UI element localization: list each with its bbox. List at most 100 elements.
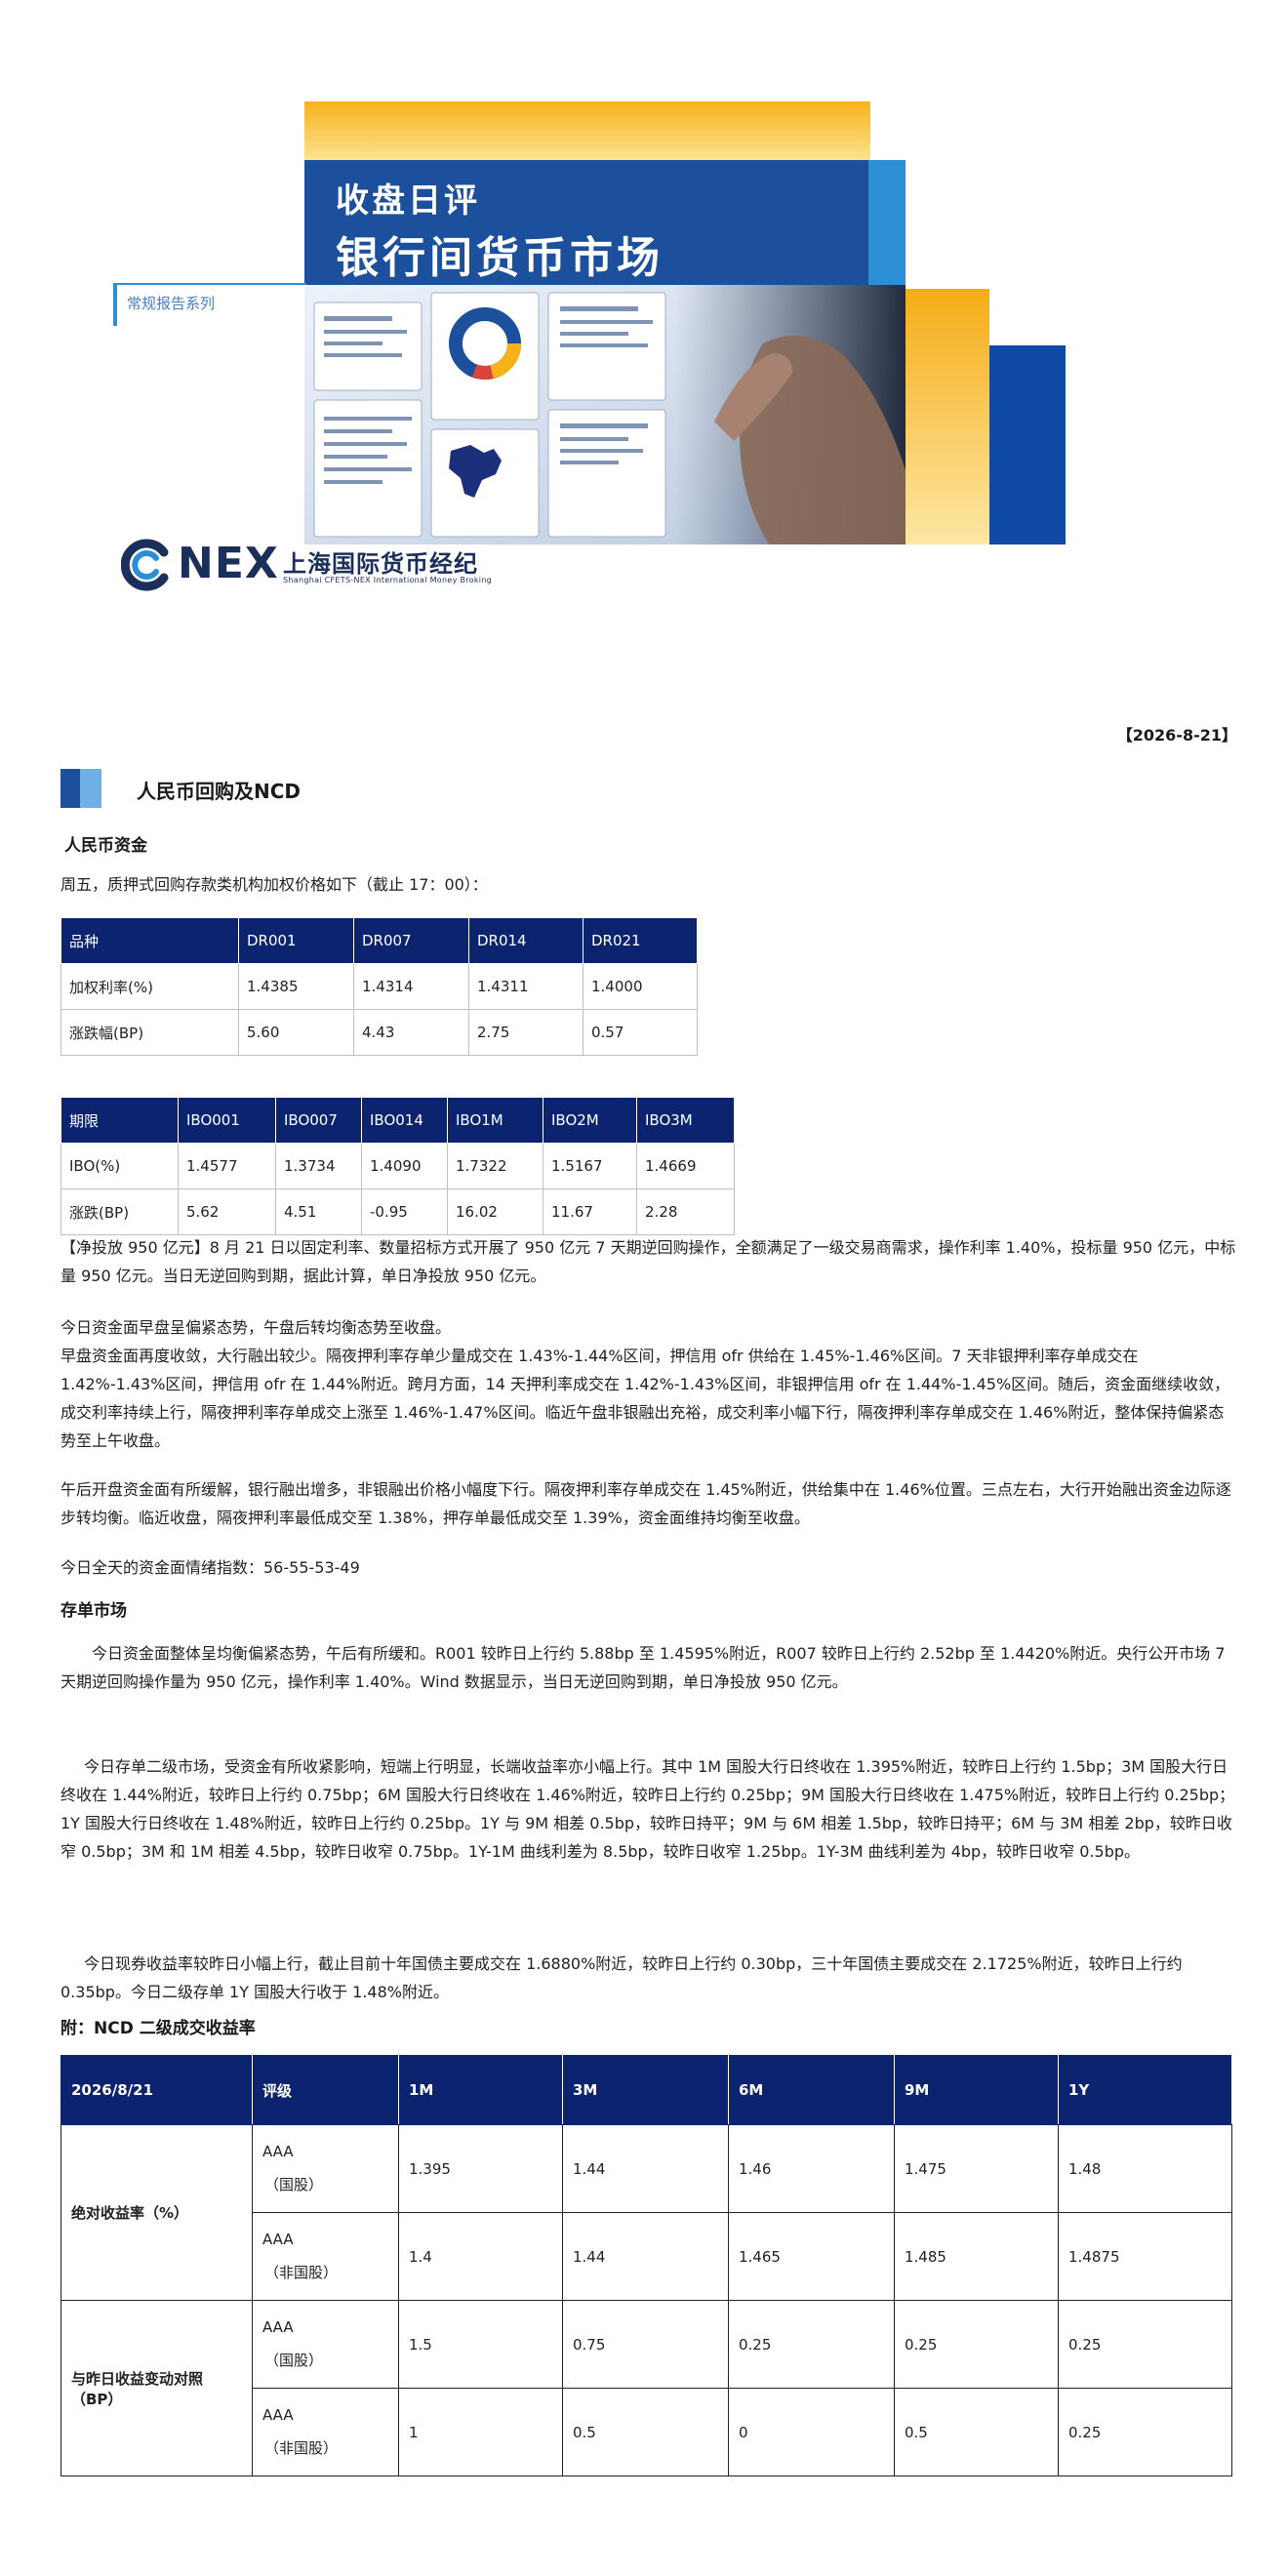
cover-decor-yellow-block [906, 289, 989, 544]
table-cell: 0.5 [562, 2388, 729, 2476]
table-cell: 5.60 [238, 1009, 354, 1056]
table-header-cell: 3M [562, 2055, 729, 2125]
table-cell: 0.25 [894, 2300, 1059, 2389]
row-group-label: 与昨日收益变动对照（BP） [60, 2300, 253, 2476]
table-cell: 1.48 [1058, 2124, 1232, 2213]
dr-rate-table: 品种 DR001 DR007 DR014 DR021 加权利率(%) 1.438… [60, 917, 698, 1056]
report-title-main: 收盘日评 [336, 181, 480, 221]
grade-type: （非国股） [264, 2439, 339, 2457]
table-cell: 1.465 [728, 2212, 895, 2301]
table-header-cell: DR001 [238, 917, 354, 964]
table-cell: 1.5167 [543, 1143, 637, 1189]
table-cell: 1.4000 [583, 963, 698, 1010]
table-cell: 0.25 [728, 2300, 895, 2389]
table-cell: 涨跌(BP) [60, 1188, 179, 1235]
company-logo: NEX 上海国际货币经纪 Shanghai CFETS-NEX Internat… [121, 539, 511, 593]
paragraph-sentiment-index: 今日全天的资金面情绪指数：56-55-53-49 [60, 1558, 360, 1577]
table-header-cell: 1M [398, 2055, 563, 2125]
ibo-rate-table: 期限 IBO001 IBO007 IBO014 IBO1M IBO2M IBO3… [60, 1097, 735, 1235]
logo-wordmark: NEX [178, 539, 279, 588]
paragraph-afternoon-session: 午后开盘资金面有所缓解，银行融出增多，非银融出价格小幅度下行。隔夜押利率存单成交… [60, 1480, 1231, 1527]
grade-cell: AAA （国股） [252, 2300, 399, 2389]
table-cell: 4.43 [353, 1009, 469, 1056]
table-cell: 1.4090 [361, 1143, 448, 1189]
table-cell: 1.4669 [636, 1143, 735, 1189]
grade-type: （国股） [264, 2352, 324, 2369]
cover-title-panel [304, 160, 868, 285]
heading-cd-market: 存单市场 [60, 1601, 127, 1621]
table-cell: 1.3734 [275, 1143, 362, 1189]
table-cell: 1.4385 [238, 963, 354, 1010]
table-cell: -0.95 [361, 1188, 448, 1235]
series-label: 常规报告系列 [127, 295, 216, 312]
table-header-cell: DR007 [353, 917, 469, 964]
ncd-yield-table: 2026/8/21 评级 1M 3M 6M 9M 1Y 绝对收益率（%） AAA… [60, 2055, 1232, 2476]
table-header-cell: 1Y [1058, 2055, 1232, 2125]
cover-decor-tick [113, 283, 117, 326]
grade-cell: AAA （非国股） [252, 2388, 399, 2476]
table-cell: 1.44 [562, 2124, 729, 2213]
table-row: AAA （非国股） 1 0.5 0 0.5 0.25 [61, 2388, 1232, 2476]
cover-decor-yellow-band [304, 101, 870, 164]
cover-decor-navy-block [989, 345, 1066, 544]
ncd-table-caption: 附：NCD 二级成交收益率 [60, 2019, 256, 2038]
table-header-cell: 期限 [60, 1097, 179, 1144]
heading-rmb-funds: 人民币资金 [64, 836, 147, 856]
table-row: AAA （非国股） 1.4 1.44 1.465 1.485 1.4875 [61, 2212, 1232, 2301]
table-header-cell: DR014 [468, 917, 584, 964]
grade-cell: AAA （非国股） [252, 2212, 399, 2301]
dr-intro-text: 周五，质押式回购存款类机构加权价格如下（截止 17：00）： [60, 875, 488, 894]
table-header-cell: DR021 [583, 917, 698, 964]
table-cell: 1.46 [728, 2124, 895, 2213]
table-header-cell: IBO3M [636, 1097, 735, 1144]
table-cell: 1.395 [398, 2124, 563, 2213]
table-header-row: 品种 DR001 DR007 DR014 DR021 [60, 917, 698, 964]
table-cell: 1.4577 [178, 1143, 276, 1189]
logo-company-name-en: Shanghai CFETS-NEX International Money B… [283, 576, 493, 584]
report-date: 【2026-8-21】 [1116, 726, 1237, 745]
table-cell: 加权利率(%) [60, 963, 239, 1010]
table-header-row: 期限 IBO001 IBO007 IBO014 IBO1M IBO2M IBO3… [60, 1097, 735, 1144]
grade-cell: AAA （国股） [252, 2124, 399, 2213]
table-cell: 1.4 [398, 2212, 563, 2301]
table-cell: IBO(%) [60, 1143, 179, 1189]
table-cell: 1.5 [398, 2300, 563, 2389]
table-row: IBO(%) 1.4577 1.3734 1.4090 1.7322 1.516… [60, 1143, 735, 1189]
table-header-cell: 品种 [60, 917, 239, 964]
section-marker-icon [60, 769, 101, 808]
table-cell: 1.485 [894, 2212, 1059, 2301]
grade-rating: AAA [262, 2318, 294, 2336]
table-cell: 4.51 [275, 1188, 362, 1235]
table-cell: 0.57 [583, 1009, 698, 1056]
table-cell: 2.28 [636, 1188, 735, 1235]
paragraph-bond-yields: 今日现券收益率较昨日小幅上行，截止目前十年国债主要成交在 1.6880%附近，较… [60, 1954, 1183, 2001]
table-cell: 0 [728, 2388, 895, 2476]
grade-rating: AAA [262, 2231, 294, 2248]
table-cell: 0.25 [1058, 2300, 1232, 2389]
table-row: 绝对收益率（%） AAA （国股） 1.395 1.44 1.46 1.475 … [60, 2124, 1232, 2301]
table-cell: 1.44 [562, 2212, 729, 2301]
table-cell: 16.02 [447, 1188, 543, 1235]
grade-type: （国股） [264, 2176, 324, 2194]
table-cell: 1.4314 [353, 963, 469, 1010]
table-cell: 涨跌幅(BP) [60, 1009, 239, 1056]
table-cell: 1.7322 [447, 1143, 543, 1189]
table-row: 加权利率(%) 1.4385 1.4314 1.4311 1.4000 [60, 963, 698, 1010]
table-cell: 1.4875 [1058, 2212, 1232, 2301]
table-header-cell: 评级 [252, 2055, 399, 2125]
table-cell: 0.75 [562, 2300, 729, 2389]
logo-mark-icon [121, 539, 169, 591]
table-header-row: 2026/8/21 评级 1M 3M 6M 9M 1Y [60, 2055, 1232, 2125]
table-header-cell: IBO007 [275, 1097, 362, 1144]
table-header-cell: IBO001 [178, 1097, 276, 1144]
table-header-cell: 9M [894, 2055, 1059, 2125]
grade-type: （非国股） [264, 2264, 339, 2281]
table-cell: 1.475 [894, 2124, 1059, 2213]
row-group-label: 绝对收益率（%） [60, 2124, 253, 2301]
paragraph-cd-secondary: 今日存单二级市场，受资金有所收紧影响，短端上行明显，长端收益率亦小幅上行。其中 … [60, 1757, 1235, 1861]
table-header-cell: IBO1M [447, 1097, 543, 1144]
table-header-cell: IBO014 [361, 1097, 448, 1144]
table-cell: 5.62 [178, 1188, 276, 1235]
table-header-cell: 6M [728, 2055, 895, 2125]
table-cell: 1 [398, 2388, 563, 2476]
